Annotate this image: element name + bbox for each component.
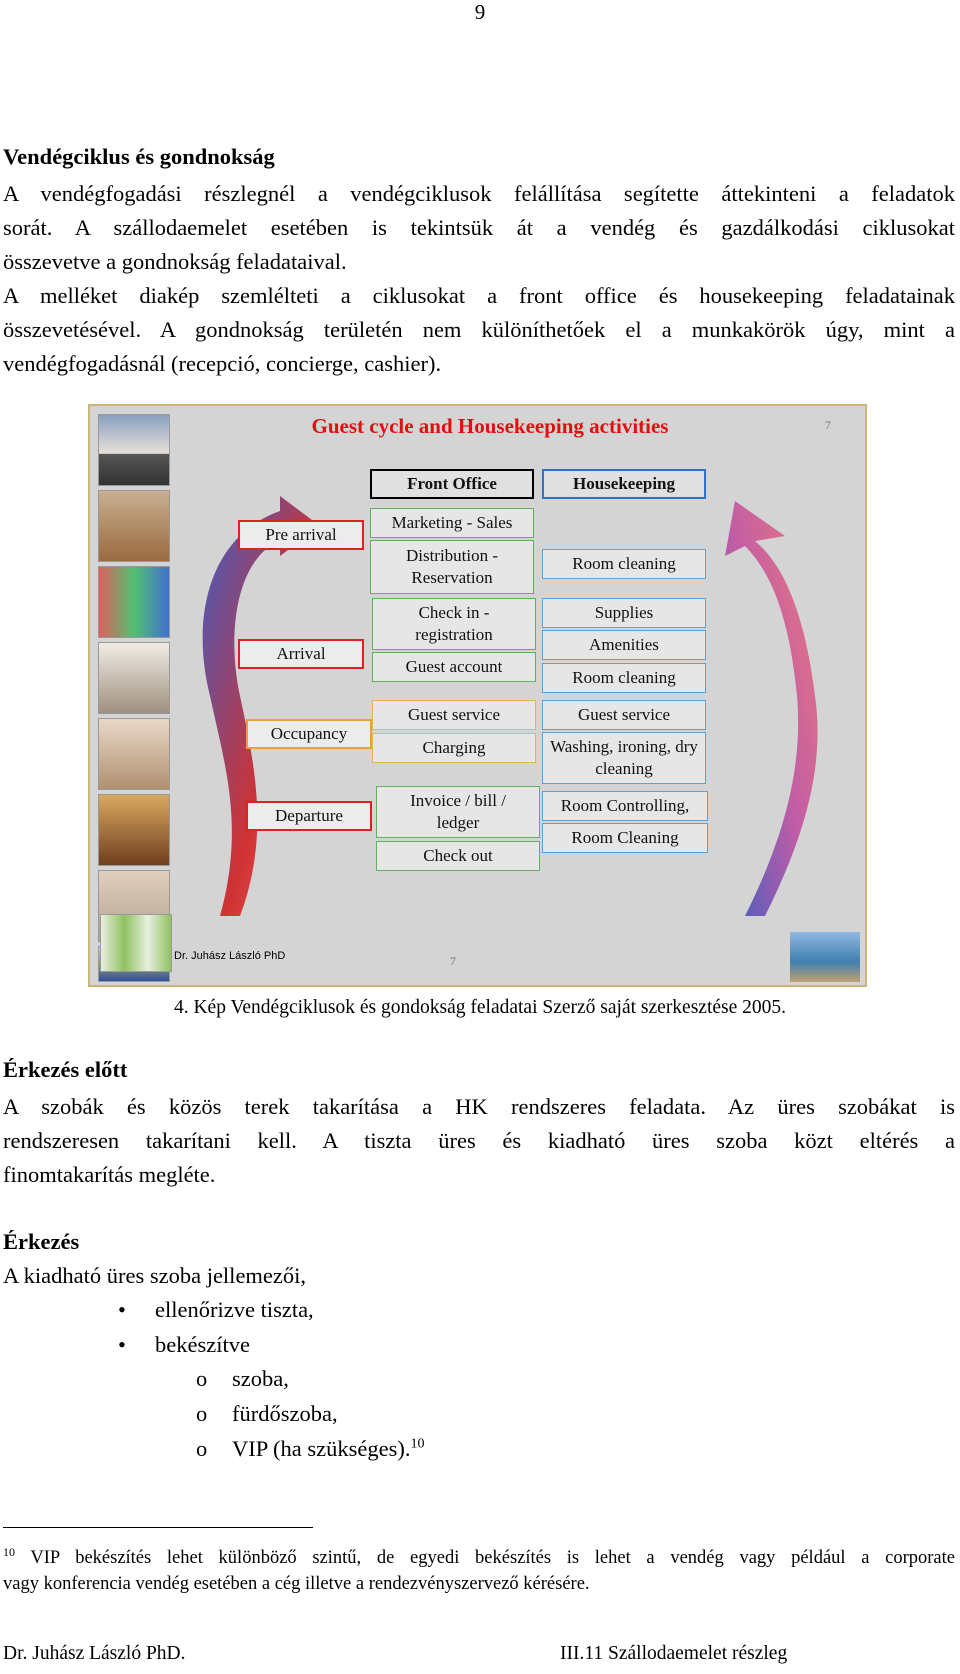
figure-caption: 4. Kép Vendégciklusok és gondokság felad…	[173, 997, 787, 1018]
footnote-line-2: vagy konferencia vendég esetében a cég i…	[3, 1574, 590, 1595]
footnote-reference[interactable]: 10	[410, 1436, 425, 1452]
slide-author: Dr. Juhász László PhD	[174, 950, 286, 962]
text-line: A szobák és közös terek takarítása a HK …	[3, 1094, 955, 1119]
phase-arrival: Arrival	[238, 639, 364, 669]
slide-number: 7	[825, 418, 831, 432]
text-line: sorát. A szállodaemelet esetében is teki…	[3, 215, 955, 240]
sub-bullet-item: fürdőszoba,	[232, 1401, 338, 1426]
text-line: összevetésével. A gondnokság területén n…	[3, 317, 955, 342]
hk-room-cleaning-1: Room cleaning	[542, 549, 706, 579]
bullet-dot: •	[118, 1297, 126, 1322]
fo-invoice-bill-ledger: Invoice / bill / ledger	[376, 786, 540, 838]
arrival-photo	[98, 642, 170, 714]
text-line: összevetve a gondnokság feladataival.	[3, 249, 347, 274]
slide-title: Guest cycle and Housekeeping activities	[311, 414, 669, 438]
phase-occupancy: Occupancy	[246, 719, 372, 749]
section-heading-before-arrival: Érkezés előtt	[3, 1057, 128, 1082]
hk-room-controlling: Room Controlling,	[542, 791, 708, 821]
text-line: vendégfogadásnál (recepció, concierge, c…	[3, 351, 442, 376]
slide-figure: Guest cycle and Housekeeping activities …	[88, 404, 867, 987]
housekeeping-cycle-arrow	[725, 501, 818, 916]
sub-bullet-marker: o	[196, 1366, 208, 1391]
hk-amenities: Amenities	[542, 630, 706, 660]
slide-number-bottom: 7	[450, 954, 456, 968]
bullet-item: ellenőrizve tiszta,	[155, 1297, 314, 1322]
sub-bullet-text: VIP (ha szükséges).	[232, 1436, 411, 1461]
guest-cycle-arrow	[202, 496, 320, 916]
footnote: 10 VIP bekészítés lehet különböző szintű…	[3, 1539, 955, 1597]
text-line: finomtakarítás megléte.	[3, 1162, 216, 1187]
footnote-text: VIP bekészítés lehet különböző szintű, d…	[30, 1548, 955, 1569]
hk-room-cleaning-3: Room Cleaning	[542, 823, 708, 853]
hk-washing-ironing: Washing, ironing, dry cleaning	[542, 732, 706, 784]
phase-pre-arrival: Pre arrival	[238, 520, 364, 550]
arrival-intro: A kiadható üres szoba jellemezői,	[3, 1263, 307, 1288]
text-line: A vendégfogadási részlegnél a vendégcikl…	[3, 181, 955, 206]
section2-paragraph: A szobák és közös terek takarítása a HK …	[3, 1090, 955, 1192]
fo-guest-service: Guest service	[372, 700, 536, 730]
hk-guest-service: Guest service	[542, 700, 706, 730]
sub-bullet-item: szoba,	[232, 1366, 289, 1391]
fo-charging: Charging	[372, 733, 536, 763]
hotel-building-photo	[98, 490, 170, 562]
footnote-divider	[3, 1527, 313, 1528]
bullet-dot: •	[118, 1332, 126, 1357]
fo-guest-account: Guest account	[372, 652, 536, 682]
fo-marketing-sales: Marketing - Sales	[370, 508, 534, 538]
cleaning-products-photo	[100, 914, 172, 972]
fo-checkin-registration: Check in - registration	[372, 598, 536, 650]
bullet-item: bekészítve	[155, 1332, 250, 1357]
hk-supplies: Supplies	[542, 598, 706, 628]
fo-check-out: Check out	[376, 841, 540, 871]
phase-departure: Departure	[246, 801, 372, 831]
resort-pool-photo	[790, 932, 860, 982]
section1-paragraph: A vendégfogadási részlegnél a vendégcikl…	[3, 177, 955, 381]
footnote-line: 10 VIP bekészítés lehet különböző szintű…	[3, 1539, 955, 1571]
housekeeping-header: Housekeeping	[542, 469, 706, 499]
page-number: 9	[474, 0, 486, 24]
front-office-header: Front Office	[370, 469, 534, 499]
text-line: rendszeresen takarítani kell. A tiszta ü…	[3, 1128, 955, 1153]
footer-chapter: III.11 Szállodaemelet részleg	[560, 1643, 788, 1664]
section-heading-arrival: Érkezés	[3, 1229, 80, 1254]
section-heading-guest-cycle: Vendégciklus és gondnokság	[3, 144, 275, 169]
sub-bullet-marker: o	[196, 1401, 208, 1426]
fo-distribution-reservation: Distribution - Reservation	[370, 540, 534, 594]
sub-bullet-item: VIP (ha szükséges).10	[232, 1436, 425, 1462]
footnote-number: 10	[3, 1545, 15, 1559]
hk-room-cleaning-2: Room cleaning	[542, 663, 706, 693]
hotel-room-photo	[98, 794, 170, 866]
sub-bullet-marker: o	[196, 1436, 208, 1461]
footer-author: Dr. Juhász László PhD.	[3, 1643, 186, 1664]
reception-photo	[98, 566, 170, 638]
service-bell-photo	[98, 718, 170, 790]
portrait-photo	[98, 414, 170, 486]
text-line: A melléket diakép szemlélteti a ciklusok…	[3, 283, 955, 308]
